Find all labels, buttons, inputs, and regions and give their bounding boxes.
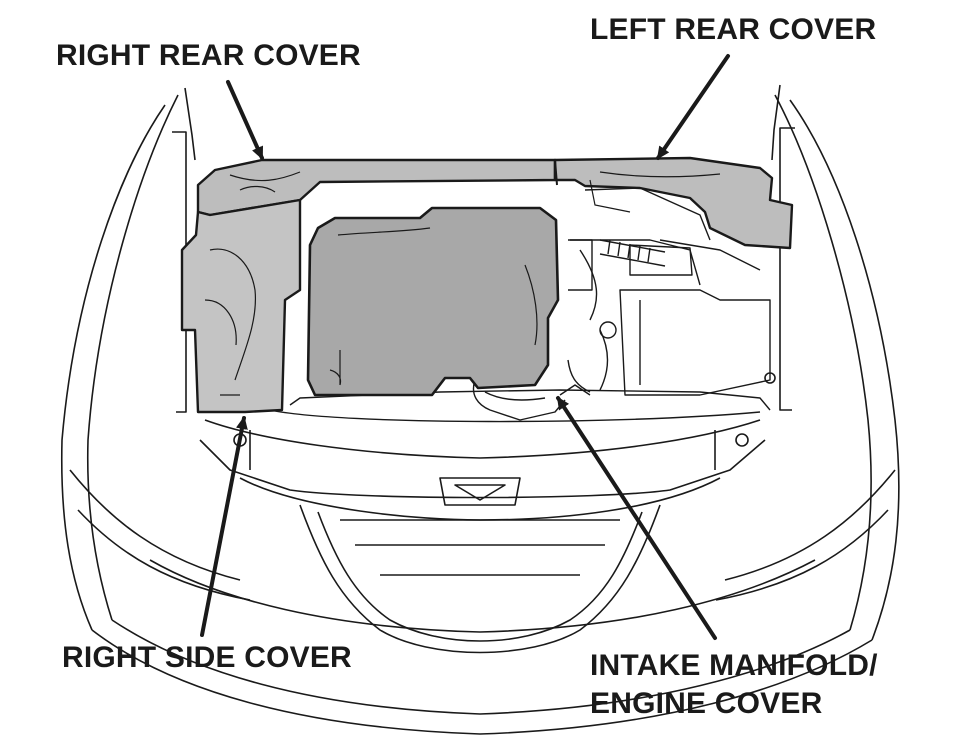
arrow-intake-manifold — [556, 396, 717, 640]
label-left-rear-cover: LEFT REAR COVER — [590, 13, 877, 46]
arrow-left-rear-cover — [656, 54, 730, 160]
right-side-cover-detail — [204, 248, 257, 396]
car-body-outline — [60, 84, 900, 735]
right-side-cover — [180, 198, 302, 414]
label-intake-manifold-engine-cover: INTAKE MANIFOLD/ ENGINE COVER — [590, 648, 878, 722]
callout-arrows — [200, 54, 730, 640]
arrow-right-side-cover — [200, 416, 248, 637]
label-right-rear-cover: RIGHT REAR COVER — [56, 39, 361, 72]
right-rear-cover-detail — [229, 171, 301, 193]
left-rear-cover-detail — [589, 171, 721, 213]
engine-cover — [306, 206, 560, 397]
label-intake-line2: ENGINE COVER — [590, 687, 823, 720]
label-intake-line1: INTAKE MANIFOLD/ — [590, 649, 878, 682]
arrow-right-rear-cover — [226, 80, 264, 160]
engine-cover-detail — [329, 227, 538, 386]
left-rear-cover — [553, 156, 794, 250]
cowl-line — [554, 159, 558, 186]
label-right-side-cover: RIGHT SIDE COVER — [62, 641, 352, 674]
